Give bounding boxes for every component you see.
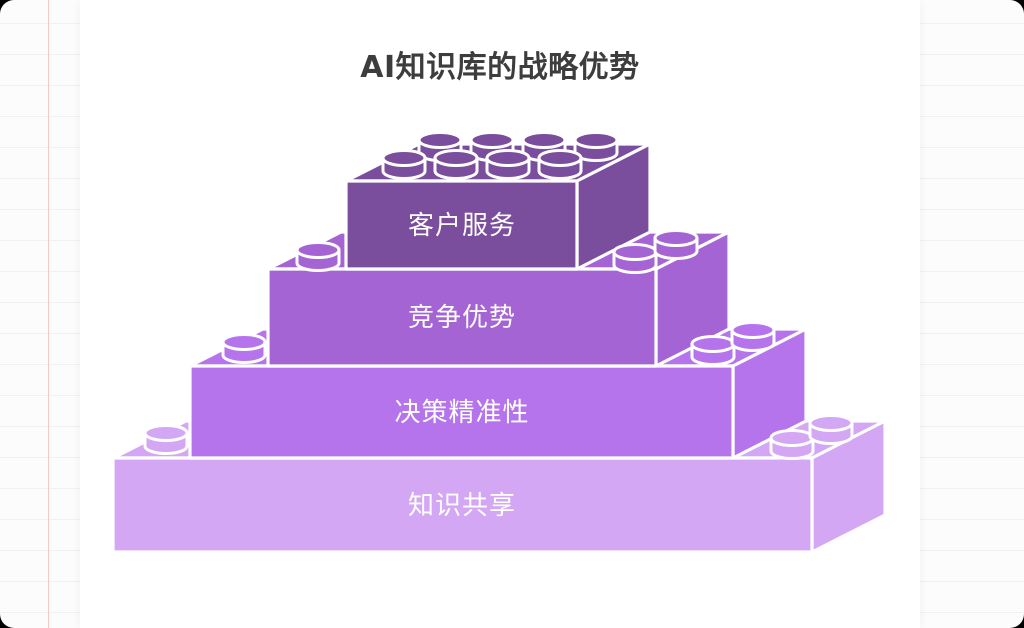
- brick-front-face: [111, 456, 814, 554]
- lego-stud-top: [690, 335, 736, 353]
- brick-front-face: [344, 179, 579, 271]
- lego-stud-top: [612, 243, 658, 261]
- lego-stud-top: [573, 131, 619, 149]
- lego-studs: [143, 131, 854, 460]
- lego-stud-top: [143, 424, 189, 442]
- diagram-title: AI知识库的战略优势: [360, 50, 640, 85]
- brick-front-face: [188, 364, 735, 460]
- brick-label: 客户服务: [408, 211, 516, 241]
- lego-stud-top: [221, 333, 267, 351]
- lego-stud-top: [653, 229, 699, 247]
- brick-label: 竞争优势: [408, 303, 516, 333]
- lego-stud-top: [521, 131, 567, 149]
- lego-stud-top: [381, 149, 427, 167]
- lego-stud-top: [295, 241, 341, 259]
- lego-stud-top: [417, 131, 463, 149]
- brick-label: 决策精准性: [394, 398, 529, 428]
- lego-stud-top: [469, 131, 515, 149]
- lego-stud-top: [485, 149, 531, 167]
- brick-label: 知识共享: [408, 491, 516, 521]
- lego-stud-top: [537, 149, 583, 167]
- lego-stud-top: [433, 149, 479, 167]
- brick-knowledge-sharing: 知识共享: [111, 419, 887, 554]
- lego-stud-top: [769, 429, 815, 447]
- lego-stud-top: [730, 321, 776, 339]
- notebook-margin-line: [48, 0, 49, 628]
- lego-stud-top: [808, 414, 854, 432]
